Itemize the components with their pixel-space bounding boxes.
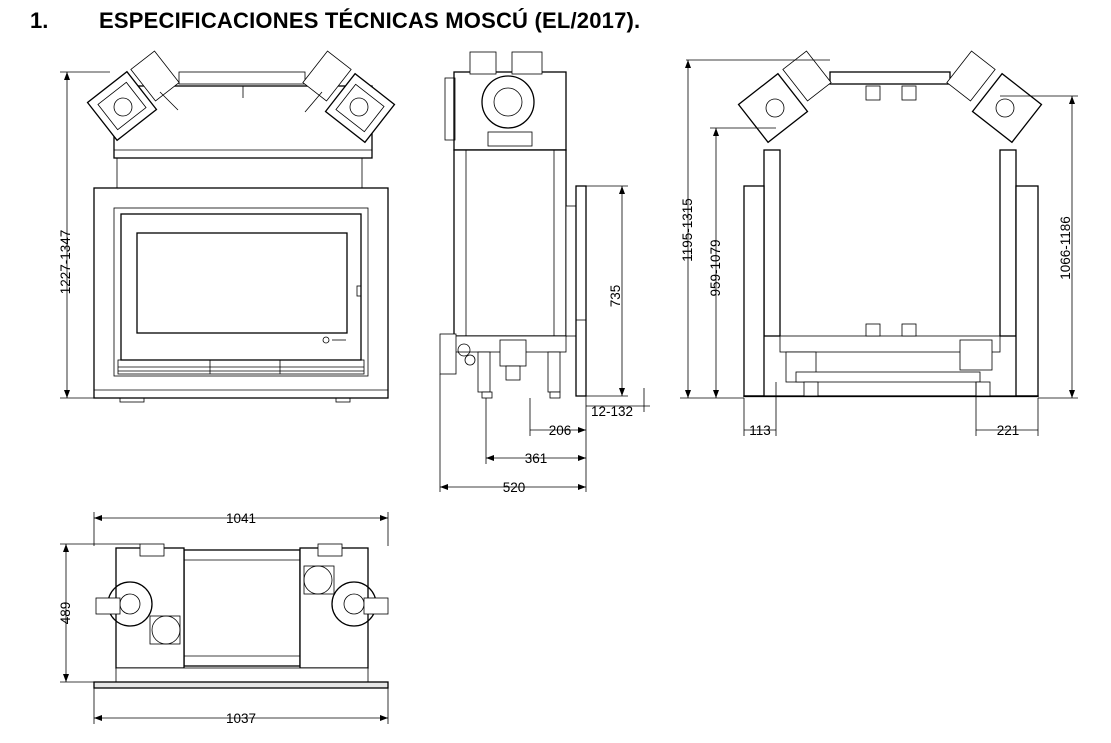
side-frame	[575, 185, 587, 397]
dim-label-520: 520	[503, 480, 526, 495]
front-top-plate	[178, 71, 306, 85]
front-right-fan	[302, 50, 396, 144]
dim-label-113: 113	[749, 423, 771, 438]
front-glass	[136, 232, 348, 334]
dim-label-959-1079: 959-1079	[708, 239, 723, 296]
spec-heading: 1. ESPECIFICACIONES TÉCNICAS MOSCÚ (EL/2…	[0, 6, 1111, 40]
dim-rear-1066: 1066-1186	[1000, 95, 1078, 399]
dim-top-489: 489	[58, 543, 140, 683]
top-left-fan	[95, 543, 185, 669]
dim-label-489: 489	[58, 602, 73, 625]
dim-label-1195-1315: 1195-1315	[680, 198, 695, 262]
section-number: 1.	[30, 8, 49, 33]
dim-label-12-132: 12-132	[591, 404, 633, 419]
dim-label-735: 735	[608, 285, 623, 308]
dim-side-12-132: 12-132	[585, 388, 650, 419]
side-fan-housing	[481, 75, 535, 129]
dim-rear-1195: 1195-1315	[680, 59, 830, 399]
dim-label-1227-1347: 1227-1347	[58, 230, 73, 295]
top-view: 1041 489 1037	[58, 511, 389, 726]
front-view: 1227-1347	[58, 50, 396, 403]
dim-top-1037: 1037	[93, 688, 389, 726]
top-front-frame	[93, 681, 389, 689]
rear-top-plate	[829, 71, 951, 85]
dim-label-361: 361	[525, 451, 548, 466]
dim-front-height: 1227-1347	[58, 71, 110, 399]
side-view: 735 12-132 206 361 520	[439, 51, 650, 495]
dim-label-1037: 1037	[226, 711, 256, 726]
dim-label-221: 221	[997, 423, 1020, 438]
front-frame	[93, 187, 389, 399]
dim-rear-113: 113	[743, 382, 777, 438]
section-title: ESPECIFICACIONES TÉCNICAS MOSCÚ (EL/2017…	[99, 8, 641, 33]
rear-right-fan	[946, 50, 1043, 144]
dim-label-206: 206	[549, 423, 572, 438]
top-center-body	[183, 549, 301, 667]
dim-side-735: 735	[586, 185, 628, 397]
side-body	[453, 149, 567, 337]
top-right-fan	[299, 543, 389, 669]
rear-view: 1195-1315 959-1079 1066-1186 113	[680, 50, 1078, 438]
dim-side-depths: 206 361 520	[439, 374, 587, 495]
front-left-fan	[86, 50, 180, 142]
dim-top-1041: 1041	[93, 511, 389, 546]
dim-label-1066-1186: 1066-1186	[1058, 216, 1073, 280]
dim-label-1041: 1041	[226, 511, 256, 526]
rear-left-fan	[737, 50, 832, 144]
dim-rear-959: 959-1079	[708, 127, 776, 398]
dim-rear-221: 221	[975, 382, 1039, 438]
